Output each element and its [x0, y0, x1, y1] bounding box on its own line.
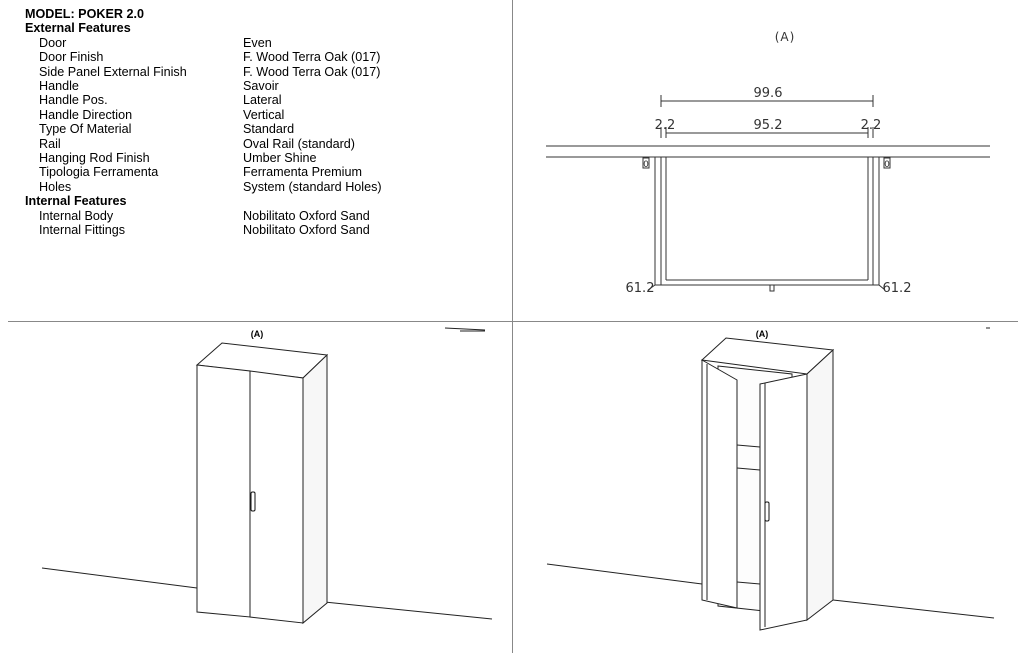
- spec-row: Handle Direction Vertical: [25, 108, 495, 122]
- spec-row: Side Panel External Finish F. Wood Terra …: [25, 65, 495, 79]
- cabinet-side: [806, 348, 834, 622]
- open-cabinet-view: (A): [546, 327, 995, 631]
- left-gap-label: 0: [643, 160, 649, 170]
- spec-value: Lateral: [243, 93, 282, 108]
- spec-row: Hanging Rod Finish Umber Shine: [25, 151, 495, 165]
- model-title: MODEL: POKER 2.0: [25, 7, 144, 21]
- spec-row: Type Of Material Standard: [25, 122, 495, 136]
- spec-value: Nobilitato Oxford Sand: [243, 222, 370, 237]
- spec-key: Type Of Material: [39, 122, 132, 137]
- interior-shelf: [736, 444, 761, 448]
- external-features-heading: External Features: [25, 21, 131, 36]
- spec-key: Holes: [39, 179, 72, 194]
- leader-line: [878, 284, 886, 291]
- spec-row: Holes System (standard Holes): [25, 180, 495, 194]
- floor-line: [304, 599, 493, 620]
- spec-key: Door: [39, 35, 67, 50]
- spec-key: Rail: [39, 136, 61, 151]
- spec-row: Handle Savoir: [25, 79, 495, 93]
- spec-value: Standard: [243, 122, 295, 137]
- door-handle: [764, 501, 770, 522]
- right-door: [249, 370, 304, 624]
- inner-width-label: 95.2: [754, 118, 783, 133]
- spec-row: Door Even: [25, 36, 495, 50]
- spec-key: Tipologia Ferramenta: [39, 165, 159, 180]
- right-depth-label: 61.2: [883, 281, 912, 296]
- floor-line: [832, 599, 995, 619]
- cabinet-outline: [654, 156, 880, 286]
- horizontal-divider: [8, 321, 1018, 322]
- plan-view-label: (A): [775, 30, 796, 44]
- gap-marker: [642, 157, 650, 169]
- spec-row: Door Finish F. Wood Terra Oak (017): [25, 50, 495, 64]
- spec-key: Handle: [39, 78, 79, 93]
- left-door: [196, 364, 251, 618]
- spec-row: Tipologia Ferramenta Ferramenta Premium: [25, 165, 495, 179]
- right-panel-thickness: 2.2: [861, 118, 882, 133]
- spec-key: Internal Body: [39, 208, 114, 223]
- spec-key: Door Finish: [39, 50, 104, 65]
- spec-value: Nobilitato Oxford Sand: [243, 208, 370, 223]
- floor-line: [546, 563, 703, 585]
- plan-view: (A) 99.6 95.2 2.2 2.2: [546, 30, 990, 296]
- handle-plan-marker: [769, 284, 775, 292]
- left-depth-label: 61.2: [626, 281, 655, 296]
- spec-row: Internal Fittings Nobilitato Oxford Sand: [25, 223, 495, 237]
- spec-value: Ferramenta Premium: [243, 165, 362, 180]
- spec-key: Internal Fittings: [39, 222, 126, 237]
- vertical-divider: [512, 0, 513, 653]
- spec-key: Handle Direction: [39, 107, 133, 122]
- spec-row: Handle Pos. Lateral: [25, 93, 495, 107]
- spec-key: Side Panel External Finish: [39, 64, 187, 79]
- internal-features-heading: Internal Features: [25, 194, 127, 209]
- left-panel-thickness: 2.2: [655, 118, 676, 133]
- leader-line: [647, 284, 656, 291]
- spec-key: Handle Pos.: [39, 93, 108, 108]
- interior-shelf: [736, 581, 761, 585]
- spec-row: Internal Body Nobilitato Oxford Sand: [25, 209, 495, 223]
- spec-value: Even: [243, 35, 272, 50]
- open-view-label: (A): [756, 329, 769, 339]
- closed-view-label: (A): [251, 329, 264, 339]
- spec-value: F. Wood Terra Oak (017): [243, 50, 381, 65]
- left-open-door: [701, 359, 738, 609]
- spec-value: System (standard Holes): [243, 179, 382, 194]
- door-handle: [250, 491, 256, 512]
- closed-cabinet-view: (A): [41, 327, 493, 625]
- interior-shelf: [736, 467, 761, 471]
- spec-value: Savoir: [243, 78, 279, 93]
- floor-line: [41, 567, 198, 589]
- spec-key: Hanging Rod Finish: [39, 150, 150, 165]
- wall-edge-line: [444, 327, 486, 331]
- right-gap-label: 0: [884, 160, 890, 170]
- spec-value: Oval Rail (standard): [243, 136, 355, 151]
- spec-panel: MODEL: POKER 2.0 External Features Door E…: [25, 7, 495, 237]
- gap-marker: [883, 157, 891, 169]
- spec-value: F. Wood Terra Oak (017): [243, 64, 381, 79]
- overall-width-label: 99.6: [754, 86, 783, 101]
- spec-row: Rail Oval Rail (standard): [25, 137, 495, 151]
- cabinet-side: [302, 353, 328, 625]
- spec-value: Umber Shine: [243, 150, 317, 165]
- right-open-door: [759, 373, 808, 631]
- spec-value: Vertical: [243, 107, 285, 122]
